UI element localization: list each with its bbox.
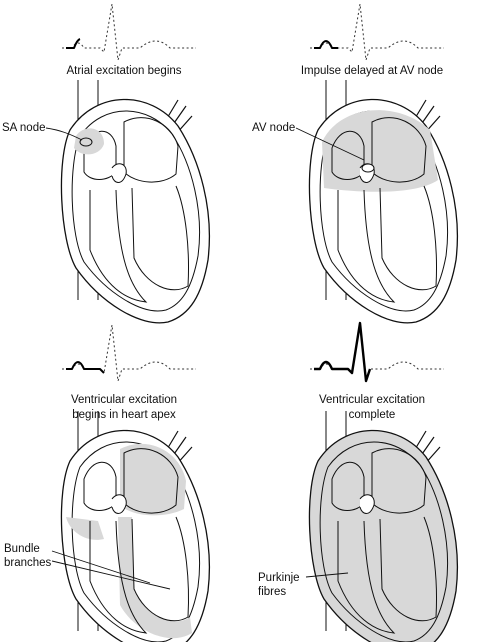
ecg-trace <box>62 3 196 61</box>
ecg-dotted-trace <box>62 3 196 61</box>
caption: Impulse delayed at AV node <box>248 64 496 79</box>
left-ventricle <box>131 185 189 291</box>
av-node-marker <box>361 163 375 173</box>
left-ventricle <box>131 516 189 622</box>
av-node-leader <box>295 127 365 161</box>
caption: Ventricular excitation complete <box>248 393 496 423</box>
caption-line-2: begins in heart apex <box>72 409 176 421</box>
right-ventricle <box>89 520 148 634</box>
bundle-branches-label: Bundle branches <box>4 542 51 570</box>
ecg-trace <box>310 3 444 61</box>
ecg-active-trace <box>66 361 105 374</box>
left-atrium <box>371 117 427 183</box>
right-ventricle <box>89 189 148 303</box>
purkinje-label-line-1: Purkinje <box>258 572 300 584</box>
purkinje-fibres-label: Purkinje fibres <box>258 571 300 599</box>
left-atrium <box>123 448 179 514</box>
ecg-dotted-trace <box>62 324 196 382</box>
panel-atrial-excitation: Atrial excitation begins SA node <box>0 0 248 324</box>
bundle-branches-leader <box>51 550 171 590</box>
caption-line-1: Impulse delayed at AV node <box>300 65 444 77</box>
purkinje-label-line-2: fibres <box>258 586 287 598</box>
atria-excitation <box>322 110 438 192</box>
av-valve <box>111 163 127 183</box>
heart-inner-wall <box>319 441 449 642</box>
panel-1-illustration <box>45 3 211 324</box>
ecg-active-trace <box>314 321 372 383</box>
heart-diagram <box>308 411 459 642</box>
panel-4-illustration <box>305 321 459 642</box>
purkinje-fibres-leader <box>305 572 349 578</box>
atria-excitation-edge <box>66 517 104 540</box>
av-valve <box>359 494 375 514</box>
panel-ventricular-complete: Ventricular excitation complete Purkinje… <box>248 321 496 642</box>
caption-line-1: Atrial excitation begins <box>66 65 182 77</box>
caption-line-2: complete <box>348 409 396 421</box>
panel-ventricular-begins: Ventricular excitation begins in heart a… <box>0 321 248 642</box>
caption: Atrial excitation begins <box>0 64 248 79</box>
right-ventricle <box>337 189 396 303</box>
ecg-dotted-trace <box>310 324 444 382</box>
heart-diagram <box>60 80 211 324</box>
av-node-label: AV node <box>252 122 296 134</box>
sa-node-excitation <box>74 128 104 155</box>
bundle-label-line-1: Bundle <box>4 543 40 555</box>
left-ventricle <box>379 185 437 291</box>
caption-line-1: Ventricular excitation <box>318 394 426 406</box>
panel-2-illustration <box>295 3 459 324</box>
panel-3-illustration <box>51 324 211 642</box>
caption-line-1: Ventricular excitation <box>70 394 178 406</box>
right-ventricle <box>337 520 396 634</box>
left-ventricle <box>379 516 437 622</box>
ecg-active-trace <box>314 40 338 49</box>
panel-av-delay: Impulse delayed at AV node AV node <box>248 0 496 324</box>
ecg-dotted-trace <box>310 3 444 61</box>
sa-node-leader <box>45 127 83 141</box>
av-valve <box>111 494 127 514</box>
ecg-trace <box>62 324 196 382</box>
heart-diagram <box>308 80 459 324</box>
left-atrium <box>371 448 427 514</box>
septum-excitation <box>118 517 192 639</box>
sa-node-label: SA node <box>2 122 46 134</box>
caption: Ventricular excitation begins in heart a… <box>0 393 248 423</box>
heart-inner-wall <box>71 110 201 312</box>
ecg-trace <box>310 321 444 383</box>
ecg-active-trace <box>66 38 81 49</box>
bundle-label-line-2: branches <box>4 557 52 569</box>
sa-node-marker <box>79 137 93 147</box>
left-atrium <box>123 117 179 183</box>
heart-diagram <box>60 411 211 642</box>
